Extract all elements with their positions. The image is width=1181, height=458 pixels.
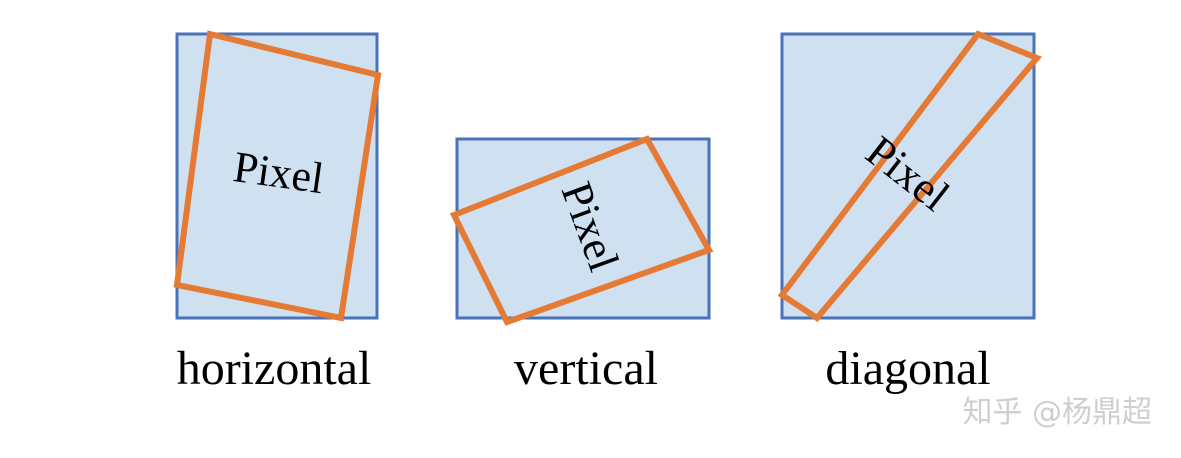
pixel-cell-horizontal — [175, 32, 379, 320]
watermark: 知乎 @杨鼎超 — [962, 395, 1152, 430]
caption-vertical: vertical — [514, 342, 658, 395]
rotated-box-horizontal — [173, 30, 382, 322]
caption-diagonal: diagonal — [825, 342, 990, 395]
rotated-box-vertical — [449, 135, 714, 326]
panel-horizontal: Pixel horizontal — [173, 30, 382, 395]
pixel-cell-diagonal — [780, 32, 1036, 320]
panel-diagonal: Pixel diagonal — [777, 30, 1042, 395]
panel-vertical: Pixel vertical — [449, 135, 714, 395]
pixel-cell-vertical — [455, 137, 711, 320]
caption-horizontal: horizontal — [177, 342, 372, 395]
rotated-box-diagonal — [777, 30, 1042, 322]
